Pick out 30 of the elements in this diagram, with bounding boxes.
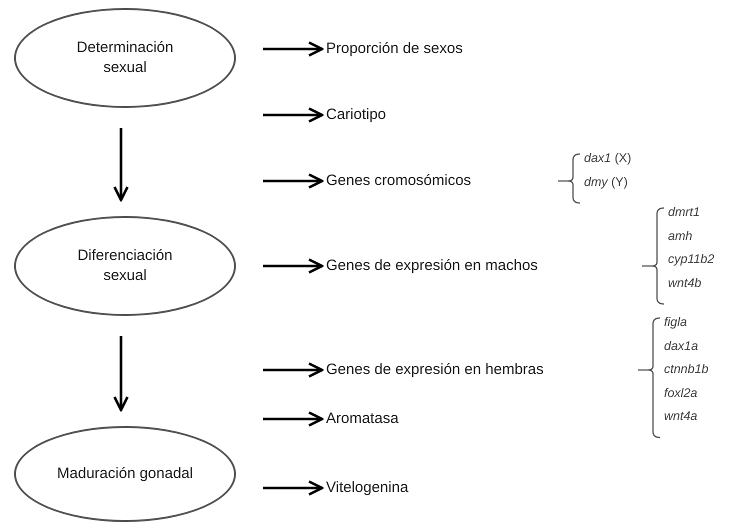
gene-name: foxl2a (664, 384, 698, 400)
arrow (113, 336, 129, 412)
stage-ellipse: Maduración gonadal (14, 426, 236, 522)
gene-name: dax1a (664, 338, 698, 354)
arrow (263, 41, 324, 57)
outcome-label: Aromatasa (326, 408, 446, 430)
gene-name: wnt4a (664, 408, 698, 424)
gene-name: amh (668, 228, 692, 244)
stage-ellipse: Diferenciación sexual (14, 216, 236, 316)
gene-name: dmrt1 (668, 204, 700, 220)
outcome-label: Vitelogenina (326, 477, 466, 499)
gene-name: wnt4b (668, 274, 702, 290)
gene-name: figla (664, 314, 687, 330)
arrow (113, 128, 129, 202)
outcome-label: Genes de expresión en hembras (326, 359, 588, 381)
gene-name: dax1 (X) (584, 150, 632, 166)
gene-name: dmy (Y) (584, 174, 628, 190)
outcome-label: Proporción de sexos (326, 38, 526, 60)
stage-ellipse: Determinación sexual (14, 8, 236, 108)
arrow (263, 258, 324, 274)
gene-name: ctnnb1b (664, 361, 708, 377)
outcome-label: Genes cromosómicos (326, 170, 514, 192)
arrow (263, 411, 324, 427)
arrow (263, 480, 324, 496)
arrow (263, 107, 324, 123)
outcome-label: Genes de expresión en machos (326, 255, 584, 277)
arrow (263, 362, 324, 378)
outcome-label: Cariotipo (326, 104, 446, 126)
arrow (263, 173, 324, 189)
gene-name: cyp11b2 (668, 251, 714, 267)
